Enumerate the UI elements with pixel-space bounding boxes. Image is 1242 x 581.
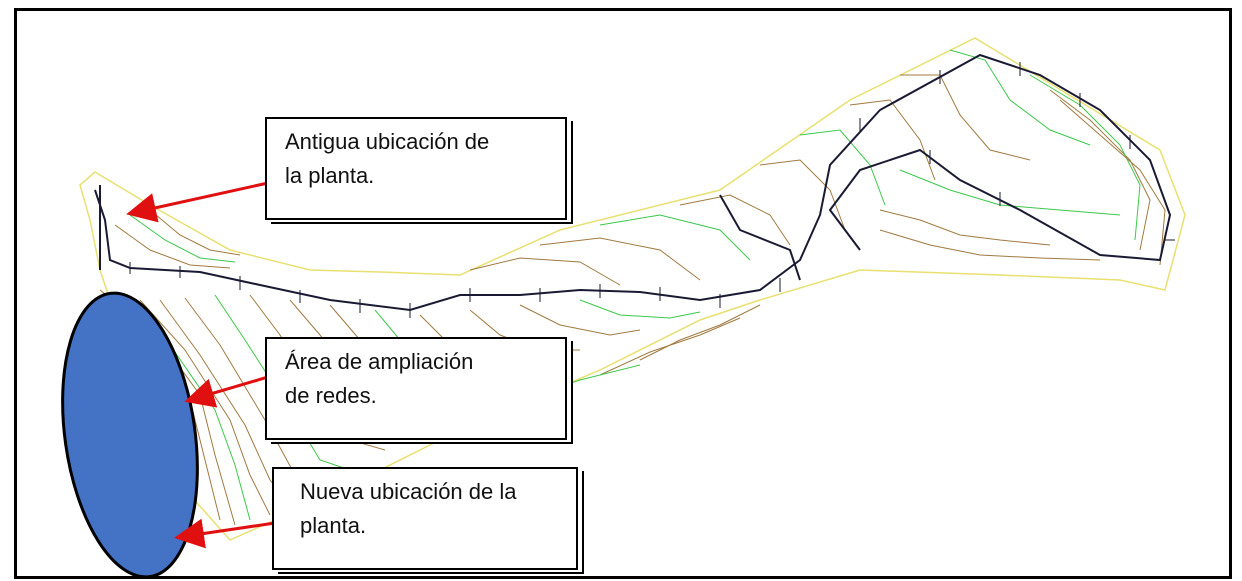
callout-old-location-line2: la planta. xyxy=(285,163,375,188)
callout-new-location: Nueva ubicación de la planta. xyxy=(272,467,578,570)
callout-old-location: Antigua ubicación de la planta. xyxy=(265,117,567,220)
callout-old-location-line1: Antigua ubicación de xyxy=(285,129,490,154)
arrow-new-location xyxy=(174,518,276,549)
contour-lines xyxy=(99,49,1166,526)
callout-expansion-area-line2: de redes. xyxy=(285,383,377,408)
arrow-old-location xyxy=(126,181,269,223)
new-plant-area xyxy=(61,291,199,579)
callout-expansion-area-line1: Área de ampliación xyxy=(285,349,474,374)
arrow-expansion-area xyxy=(184,375,269,408)
callout-new-location-line2: planta. xyxy=(300,513,367,538)
network-lines xyxy=(94,53,1172,312)
callout-new-location-line1: Nueva ubicación de la xyxy=(300,479,517,504)
figure-frame xyxy=(14,8,1232,579)
callout-arrows xyxy=(126,181,276,549)
callout-expansion-area: Área de ampliación de redes. xyxy=(265,337,567,440)
network-ticks xyxy=(129,62,1175,318)
